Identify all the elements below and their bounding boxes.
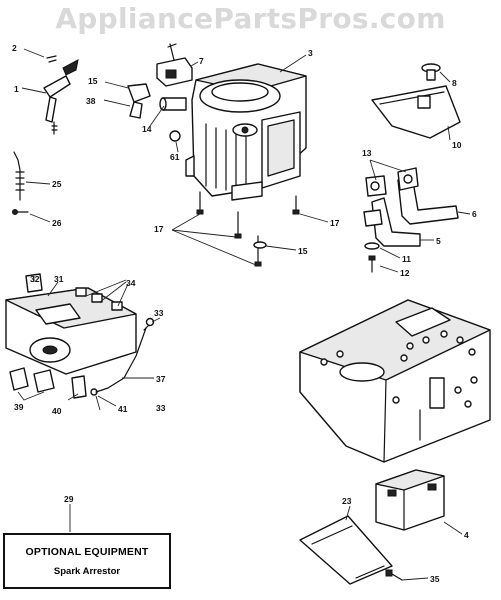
optional-equipment-box: OPTIONAL EQUIPMENT Spark Arrestor [3,533,171,589]
air-cleaner-assembly [5,273,137,375]
throttle-control-assembly [43,55,79,135]
spark-arrestor-shield-23 [299,515,393,585]
callout-10: 10 [452,140,462,150]
callout-33: 33 [154,308,164,318]
wire-and-screw-parts [12,151,29,215]
fuel-fitting-parts [127,83,187,119]
optional-equipment-title: OPTIONAL EQUIPMENT [25,546,149,558]
callout-34: 34 [126,278,136,288]
callout-33: 33 [156,403,166,413]
callout-35: 35 [430,574,440,584]
callout-1: 1 [14,84,19,94]
callout-15: 15 [298,246,308,256]
muffler-part-4 [375,469,445,531]
callout-3: 3 [308,48,313,58]
callout-2: 2 [12,43,17,53]
bracket-part-7 [156,43,193,87]
callout-12: 12 [400,268,410,278]
callout-11: 11 [402,254,411,264]
engine-part-3 [185,63,307,201]
callout-61: 61 [170,152,180,162]
callout-15: 15 [88,76,98,86]
callout-7: 7 [199,56,204,66]
callout-6: 6 [472,209,477,219]
callout-14: 14 [142,124,152,134]
chassis-frame [299,299,491,463]
callout-41: 41 [118,404,128,414]
exhaust-pipe-parts [363,167,459,273]
callout-25: 25 [52,179,62,189]
callout-23: 23 [342,496,352,506]
spark-arrestor-label: Spark Arrestor [53,566,121,577]
callout-38: 38 [86,96,96,106]
heat-shield-part-10 [371,63,461,139]
callout-8: 8 [452,78,457,88]
callout-40: 40 [52,406,62,416]
callout-32: 32 [30,274,40,284]
callout-29: 29 [64,494,74,504]
callout-17: 17 [330,218,340,228]
callout-5: 5 [436,236,441,246]
callout-26: 26 [52,218,62,228]
callout-4: 4 [464,530,469,540]
callout-17: 17 [154,224,164,234]
engine-mount-bolts [196,191,300,267]
callout-31: 31 [54,274,64,284]
callout-13: 13 [362,148,372,158]
callout-39: 39 [14,402,24,412]
callout-37: 37 [156,374,166,384]
